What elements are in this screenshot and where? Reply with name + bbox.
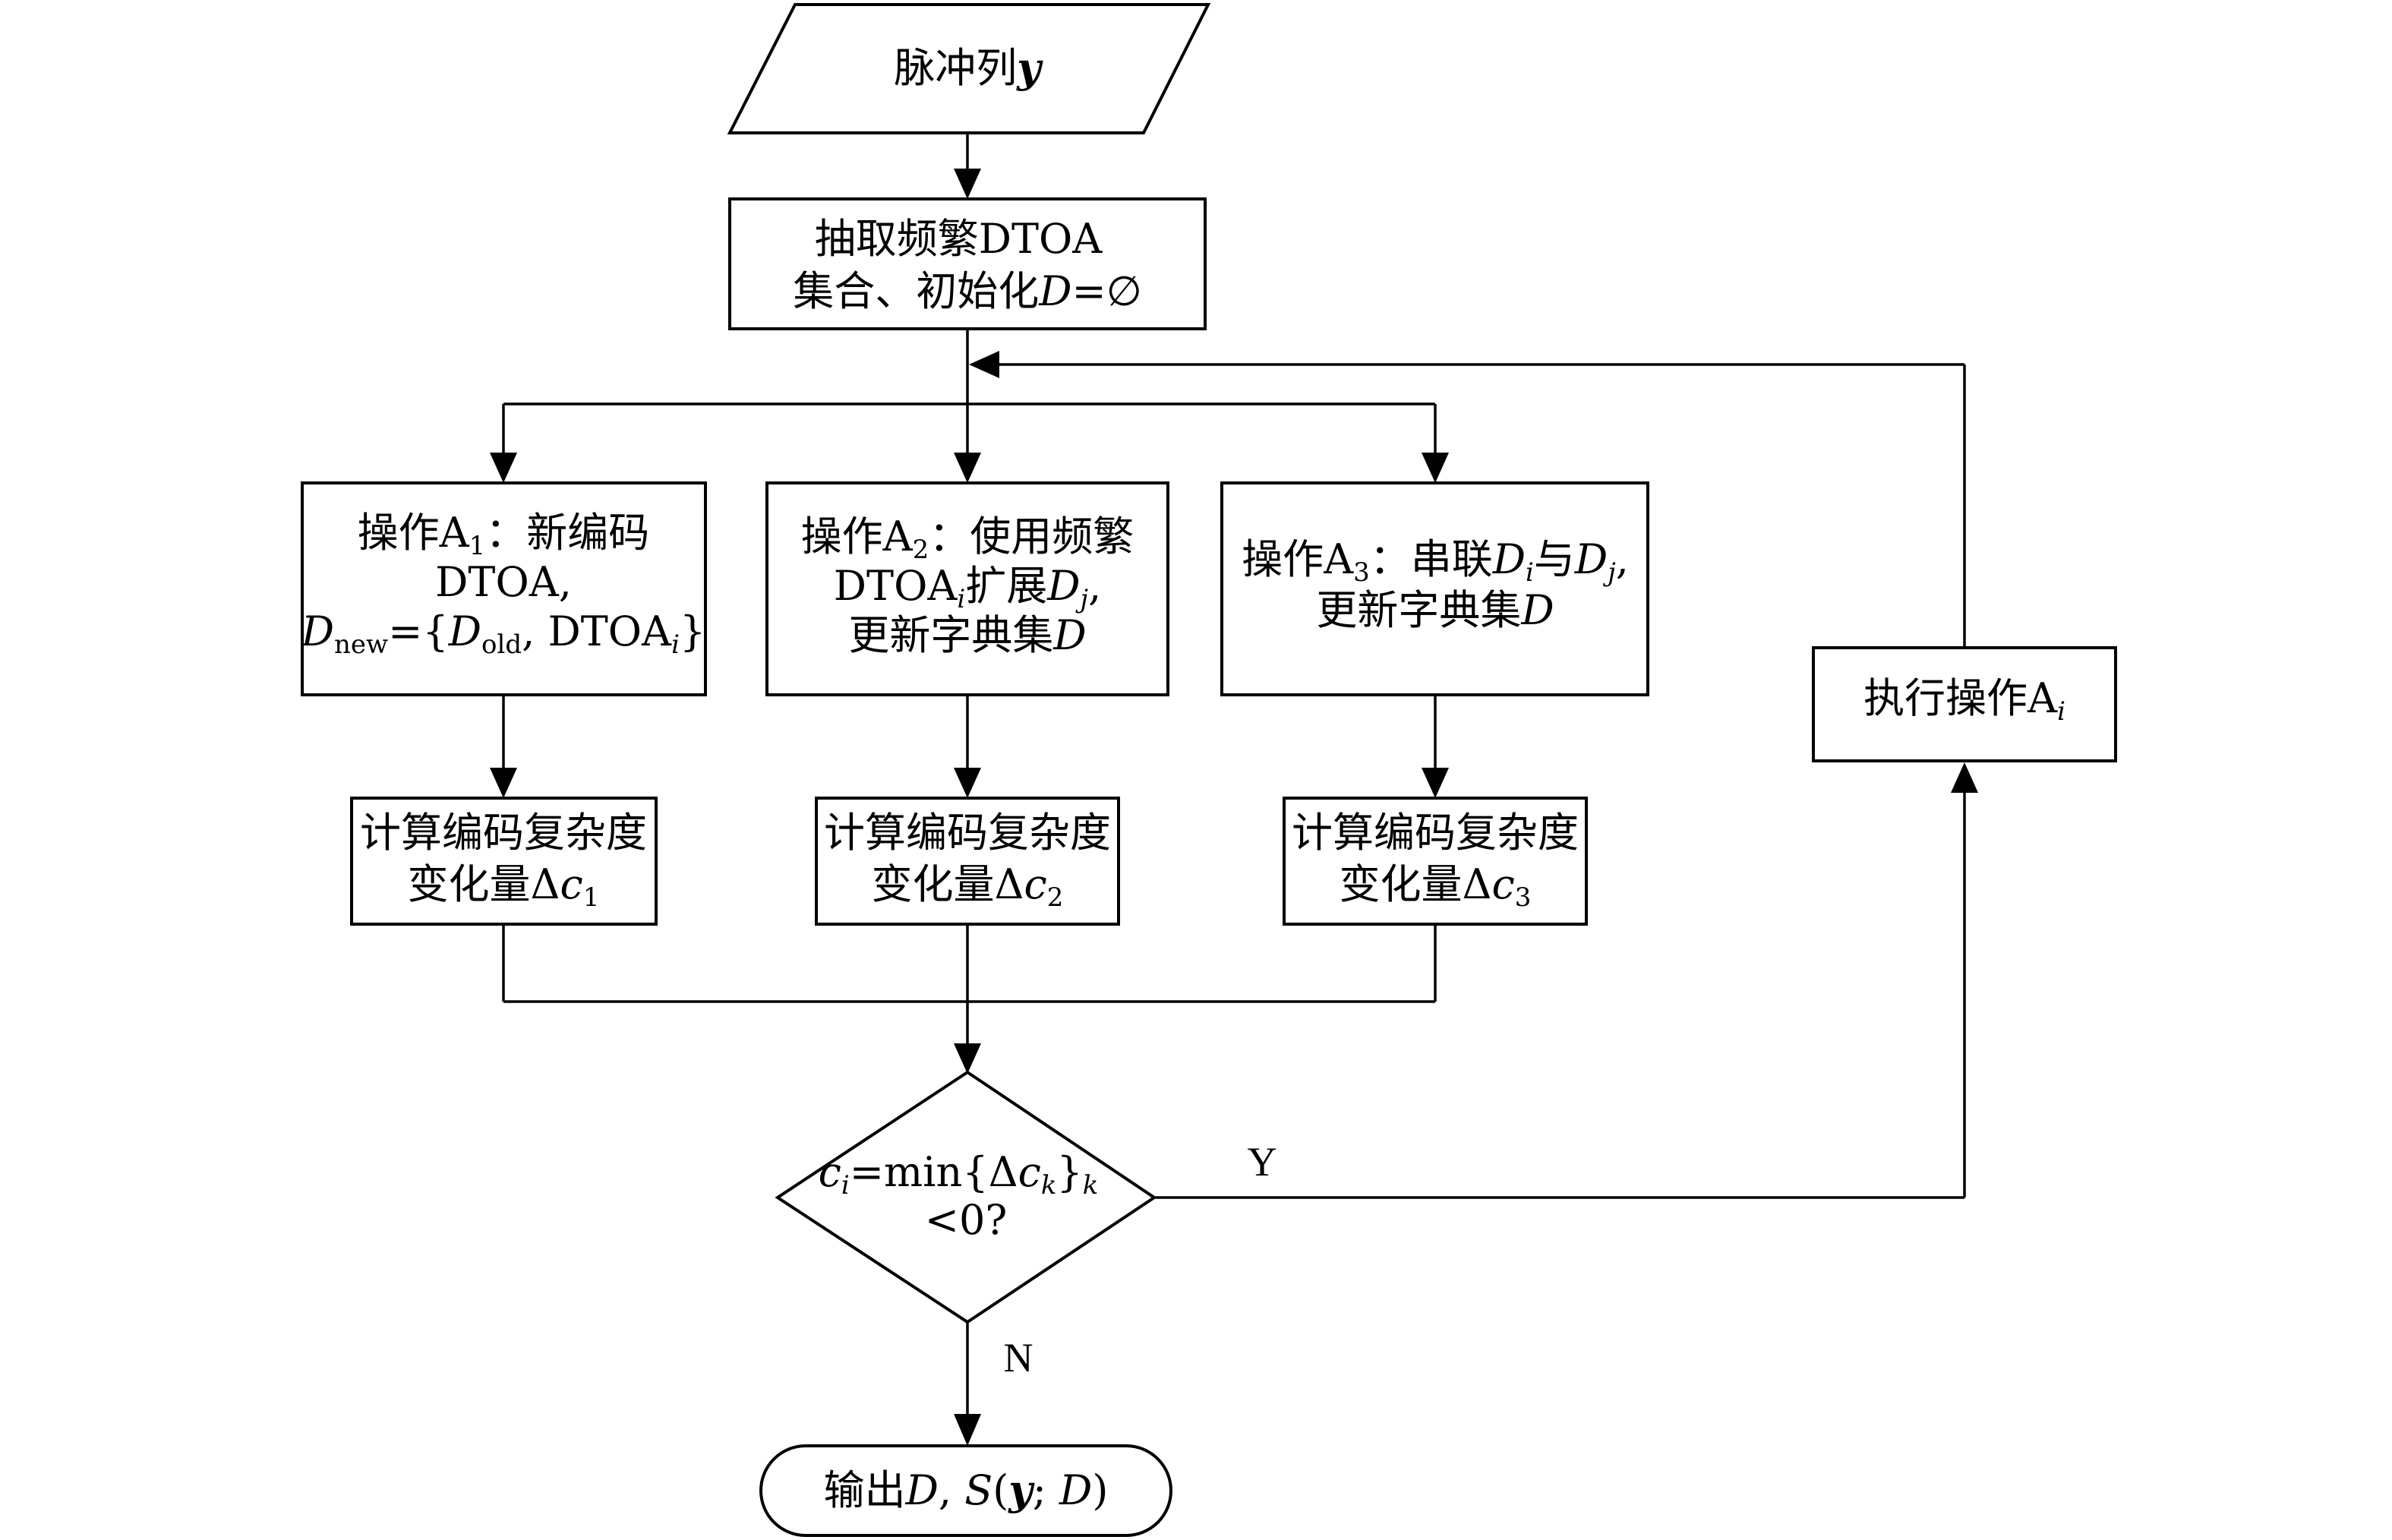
calc-2-line2: 变化量Δc2 bbox=[872, 860, 1064, 913]
decision-line2: <0? bbox=[925, 1196, 1008, 1244]
op-a3-line2: 更新字典集D bbox=[1316, 586, 1554, 634]
arrowhead-a2 bbox=[954, 453, 981, 483]
node-op-a1: 操作A1：新编码 DTOA, Dnew={Dold, DTOAi} bbox=[301, 481, 707, 696]
init-line2: 集合、初始化D=∅ bbox=[793, 267, 1142, 315]
arrowhead-execute bbox=[1951, 762, 1978, 793]
arrowhead-decision bbox=[954, 1043, 981, 1074]
node-output: 输出D, S(y; D) bbox=[759, 1444, 1172, 1537]
op-a3-shape bbox=[1220, 481, 1649, 696]
calc-2-shape bbox=[815, 797, 1120, 926]
node-calc-1: 计算编码复杂度 变化量Δc1 bbox=[350, 797, 658, 926]
input-text: 脉冲列y bbox=[894, 43, 1043, 92]
input-shape bbox=[727, 3, 1211, 134]
op-a1-line3: Dnew={Dold, DTOAi} bbox=[301, 607, 706, 660]
output-text: 输出D, S(y; D) bbox=[824, 1466, 1109, 1514]
arrowhead-calc1 bbox=[490, 768, 517, 798]
edge-label-yes: Y bbox=[1248, 1139, 1277, 1185]
node-calc-2: 计算编码复杂度 变化量Δc2 bbox=[815, 797, 1120, 926]
op-a1-line2: DTOA, bbox=[435, 558, 572, 606]
decision-line1: ci=min{Δck}k bbox=[819, 1148, 1099, 1201]
arrowhead-a3 bbox=[1422, 453, 1449, 483]
node-input: 脉冲列y bbox=[727, 3, 1211, 134]
arrowhead-loop bbox=[969, 351, 999, 378]
execute-text: 执行操作Ai bbox=[1863, 674, 2065, 727]
node-op-a2: 操作A2：使用频繁 DTOAi扩展Dj, 更新字典集D bbox=[765, 481, 1169, 696]
init-shape bbox=[728, 197, 1207, 330]
op-a2-line1: 操作A2：使用频繁 bbox=[801, 513, 1134, 565]
arrowhead-calc3 bbox=[1422, 768, 1449, 798]
arrowhead-init bbox=[954, 169, 981, 199]
node-decision: ci=min{Δck}k <0? bbox=[775, 1070, 1157, 1324]
node-calc-3: 计算编码复杂度 变化量Δc3 bbox=[1283, 797, 1588, 926]
op-a2-line3: 更新字典集D bbox=[848, 611, 1086, 659]
decision-shape bbox=[775, 1070, 1157, 1324]
calc-3-shape bbox=[1283, 797, 1588, 926]
arrowhead-output bbox=[954, 1414, 981, 1446]
op-a1-line1: 操作A1：新编码 bbox=[358, 509, 650, 561]
arrowhead-a1 bbox=[490, 453, 517, 483]
node-op-a3: 操作A3：串联Di与Dj, 更新字典集D bbox=[1220, 481, 1649, 696]
op-a2-line2: DTOAi扩展Dj, bbox=[834, 562, 1101, 614]
calc-2-line1: 计算编码复杂度 bbox=[824, 809, 1111, 857]
node-init: 抽取频繁DTOA 集合、初始化D=∅ bbox=[728, 197, 1207, 330]
execute-shape bbox=[1812, 646, 2117, 762]
calc-1-line2: 变化量Δc1 bbox=[408, 860, 600, 913]
calc-1-shape bbox=[350, 797, 658, 926]
op-a1-shape bbox=[301, 481, 707, 696]
output-shape bbox=[759, 1444, 1172, 1537]
op-a2-shape bbox=[765, 481, 1169, 696]
calc-3-line1: 计算编码复杂度 bbox=[1292, 809, 1579, 857]
edge-label-no: N bbox=[1004, 1335, 1033, 1381]
init-line1: 抽取频繁DTOA bbox=[815, 215, 1103, 263]
op-a3-line1: 操作A3：串联Di与Dj, bbox=[1242, 535, 1629, 588]
connectors: Y N bbox=[490, 133, 1978, 1446]
arrowhead-calc2 bbox=[954, 768, 981, 798]
calc-1-line1: 计算编码复杂度 bbox=[360, 809, 647, 857]
calc-3-line2: 变化量Δc3 bbox=[1340, 860, 1532, 913]
node-execute: 执行操作Ai bbox=[1812, 646, 2117, 762]
